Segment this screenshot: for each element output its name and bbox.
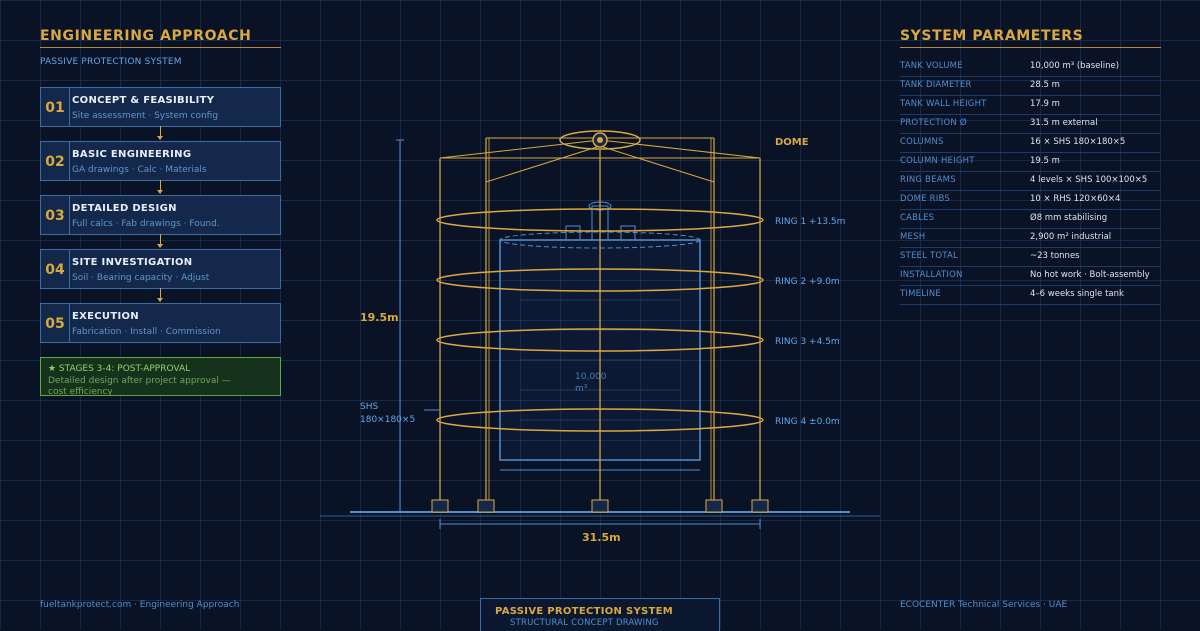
footer-left-link[interactable]: fueltankprotect.com · Engineering Approa… [40, 600, 240, 610]
stage-number: 04 [41, 250, 70, 288]
arrow-down-icon [157, 288, 163, 302]
stage-title: SITE INVESTIGATION [72, 257, 193, 268]
parameter-row: PROTECTION Ø 31.5 m external [900, 115, 1161, 134]
stage-number: 05 [41, 304, 70, 342]
parameter-key: TANK DIAMETER [900, 80, 972, 90]
parameter-value: ~23 tonnes [1030, 251, 1080, 261]
arrow-down-icon [157, 234, 163, 248]
parameter-value: 28.5 m [1030, 80, 1060, 90]
footer-right-credit: ECOCENTER Technical Services · UAE [900, 600, 1068, 610]
stage-title: CONCEPT & FEASIBILITY [72, 95, 215, 106]
stage-subtitle: Full calcs · Fab drawings · Found. [72, 219, 220, 229]
parameter-row: TANK WALL HEIGHT 17.9 m [900, 96, 1161, 115]
parameter-key: PROTECTION Ø [900, 118, 967, 128]
parameter-value: 16 × SHS 180×180×5 [1030, 137, 1126, 147]
ring-3-label: RING 3 +4.5m [775, 337, 840, 347]
ring-beams [436, 208, 764, 432]
columns [439, 138, 761, 502]
parameter-key: TIMELINE [900, 289, 941, 299]
note-title: ★ STAGES 3-4: POST-APPROVAL [48, 364, 191, 374]
stage-card-01[interactable]: 01 CONCEPT & FEASIBILITY Site assessment… [40, 87, 281, 140]
title-block-subtitle: STRUCTURAL CONCEPT DRAWING [510, 618, 659, 628]
parameter-row: INSTALLATION No hot work · Bolt-assembly [900, 267, 1161, 286]
system-parameters-panel: SYSTEM PARAMETERS TANK VOLUME 10,000 m³ (… [900, 28, 1161, 305]
parameter-row: TANK VOLUME 10,000 m³ (baseline) [900, 58, 1161, 77]
parameter-key: CABLES [900, 213, 935, 223]
parameter-row: MESH 2,900 m² industrial [900, 229, 1161, 248]
parameter-value: No hot work · Bolt-assembly [1030, 270, 1150, 280]
engineering-approach-panel: ENGINEERING APPROACH PASSIVE PROTECTION … [40, 28, 281, 397]
stage-subtitle: Soil · Bearing capacity · Adjust [72, 273, 210, 283]
parameter-key: COLUMN HEIGHT [900, 156, 975, 166]
parameter-key: DOME RIBS [900, 194, 950, 204]
column-label-1: SHS [360, 402, 378, 412]
height-dimension [396, 139, 404, 513]
column-bases [431, 499, 769, 513]
column-label-2: 180×180×5 [360, 415, 415, 425]
drawing-title-block: PASSIVE PROTECTION SYSTEM STRUCTURAL CON… [480, 598, 720, 631]
ring-4-label: RING 4 ±0.0m [775, 417, 840, 427]
parameter-key: STEEL TOTAL [900, 251, 958, 261]
stage-number: 03 [41, 196, 70, 234]
tank-volume-unit: m³ [575, 384, 588, 394]
parameter-row: TIMELINE 4–6 weeks single tank [900, 286, 1161, 305]
stage-subtitle: GA drawings · Calc · Materials [72, 165, 207, 175]
width-label: 31.5m [582, 531, 621, 544]
parameter-row: RING BEAMS 4 levels × SHS 100×100×5 [900, 172, 1161, 191]
parameter-row: DOME RIBS 10 × RHS 120×60×4 [900, 191, 1161, 210]
stage-card-03[interactable]: 03 DETAILED DESIGN Full calcs · Fab draw… [40, 195, 281, 248]
note-text: Detailed design after project approval —… [48, 376, 231, 397]
stage-number: 01 [41, 88, 70, 126]
parameter-value: 10,000 m³ (baseline) [1030, 61, 1120, 71]
parameter-value: 19.5 m [1030, 156, 1060, 166]
stage-number: 02 [41, 142, 70, 180]
dome-structure [439, 130, 761, 183]
width-dimension [439, 519, 761, 529]
dome-label: DOME [775, 137, 809, 148]
engineering-approach-title: ENGINEERING APPROACH [40, 28, 281, 48]
stage-list: 01 CONCEPT & FEASIBILITY Site assessment… [40, 87, 281, 343]
parameter-value: 4–6 weeks single tank [1030, 289, 1124, 299]
stage-title: EXECUTION [72, 311, 139, 322]
stage-card-05[interactable]: 05 EXECUTION Fabrication · Install · Com… [40, 303, 281, 343]
parameter-value: 10 × RHS 120×60×4 [1030, 194, 1121, 204]
parameter-value: 17.9 m [1030, 99, 1060, 109]
height-label: 19.5m [360, 311, 399, 324]
arrow-down-icon [157, 126, 163, 140]
ring-1-label: RING 1 +13.5m [775, 217, 845, 227]
stage-title: DETAILED DESIGN [72, 203, 177, 214]
parameter-row: COLUMNS 16 × SHS 180×180×5 [900, 134, 1161, 153]
parameter-key: RING BEAMS [900, 175, 956, 185]
parameter-table: TANK VOLUME 10,000 m³ (baseline) TANK DIA… [900, 58, 1161, 305]
parameter-row: COLUMN HEIGHT 19.5 m [900, 153, 1161, 172]
parameter-row: CABLES Ø8 mm stabilising [900, 210, 1161, 229]
engineering-approach-subtitle: PASSIVE PROTECTION SYSTEM [40, 57, 182, 67]
arrow-down-icon [157, 180, 163, 194]
stage-subtitle: Fabrication · Install · Commission [72, 327, 221, 337]
parameter-key: COLUMNS [900, 137, 944, 147]
parameter-value: 31.5 m external [1030, 118, 1098, 128]
ring-2-label: RING 2 +9.0m [775, 277, 840, 287]
parameter-key: INSTALLATION [900, 270, 963, 280]
stage-card-04[interactable]: 04 SITE INVESTIGATION Soil · Bearing cap… [40, 249, 281, 302]
title-block-title: PASSIVE PROTECTION SYSTEM [495, 606, 674, 617]
system-parameters-title: SYSTEM PARAMETERS [900, 28, 1161, 48]
parameter-key: MESH [900, 232, 926, 242]
parameter-key: TANK VOLUME [900, 61, 963, 71]
parameter-row: TANK DIAMETER 28.5 m [900, 77, 1161, 96]
parameter-value: Ø8 mm stabilising [1030, 213, 1108, 223]
stage-subtitle: Site assessment · System config [72, 111, 219, 121]
parameter-row: STEEL TOTAL ~23 tonnes [900, 248, 1161, 267]
stage-card-02[interactable]: 02 BASIC ENGINEERING GA drawings · Calc … [40, 141, 281, 194]
parameter-value: 2,900 m² industrial [1030, 232, 1112, 242]
tank-volume-label: 10,000 [575, 372, 607, 382]
parameter-key: TANK WALL HEIGHT [900, 99, 987, 109]
parameter-value: 4 levels × SHS 100×100×5 [1030, 175, 1148, 185]
post-approval-note: ★ STAGES 3-4: POST-APPROVAL Detailed des… [40, 357, 281, 397]
stage-title: BASIC ENGINEERING [72, 149, 192, 160]
